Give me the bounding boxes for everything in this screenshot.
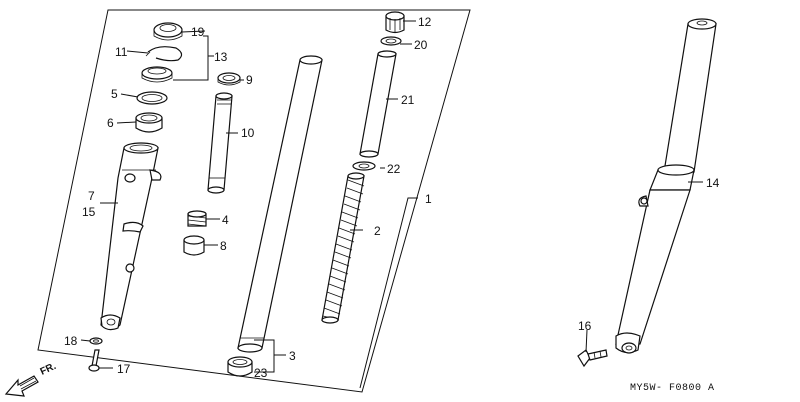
callout-7: 7 — [88, 189, 95, 203]
oil-seal-part — [141, 66, 173, 83]
fork-pipe-part — [237, 55, 323, 353]
callout-6: 6 — [107, 116, 114, 130]
spring-seat-part — [352, 161, 376, 171]
callout-23: 23 — [254, 366, 268, 380]
callout-5: 5 — [111, 87, 118, 101]
front-direction-arrow — [4, 375, 39, 397]
callout-16: 16 — [578, 319, 592, 333]
stopper-ring-part — [145, 46, 183, 62]
spring-collar-part — [359, 50, 397, 158]
callout-14: 14 — [706, 176, 720, 190]
callout-4: 4 — [222, 213, 229, 227]
drawing-code: MY5W- F0800 A — [630, 383, 715, 394]
sealing-washer-part — [89, 337, 103, 345]
callout-15: 15 — [82, 205, 96, 219]
callout-8: 8 — [220, 239, 227, 253]
callout-22: 22 — [387, 162, 401, 176]
callout-10: 10 — [241, 126, 255, 140]
fork-bolt-part — [385, 11, 405, 34]
callout-20: 20 — [414, 38, 428, 52]
slider-bushing-part — [135, 112, 163, 133]
oil-lock-piece-part — [183, 235, 205, 256]
socket-bolt-part — [88, 349, 100, 372]
rebound-spring-part — [187, 210, 207, 227]
fork-piston-part — [207, 92, 233, 194]
fork-slider-part — [100, 142, 162, 331]
callout-12: 12 — [418, 15, 432, 29]
dust-seal-part — [153, 22, 183, 41]
assembled-fork-part — [615, 18, 717, 354]
front-direction-label: FR. — [39, 361, 58, 378]
callout-17: 17 — [117, 362, 131, 376]
fork-spring-part — [321, 172, 365, 324]
callout-13: 13 — [214, 50, 228, 64]
callout-2: 2 — [374, 224, 381, 238]
piston-ring-part — [217, 72, 241, 86]
callout-11: 11 — [115, 45, 128, 59]
callout-21: 21 — [401, 93, 415, 107]
axle-pinch-bolt-part — [577, 349, 608, 368]
pipe-bushing-part — [227, 356, 253, 377]
callout-19: 19 — [191, 25, 205, 39]
o-ring-part — [380, 36, 402, 46]
callout-3: 3 — [289, 349, 296, 363]
leader-lines — [80, 20, 703, 389]
exploded-view-frame — [37, 9, 471, 393]
callout-1: 1 — [425, 192, 432, 206]
callout-18: 18 — [64, 334, 78, 348]
callout-9: 9 — [246, 73, 253, 87]
backup-ring-part — [136, 91, 168, 105]
callout-labels: 19 11 13 5 6 9 10 4 8 7 15 12 20 21 22 1… — [64, 15, 720, 380]
